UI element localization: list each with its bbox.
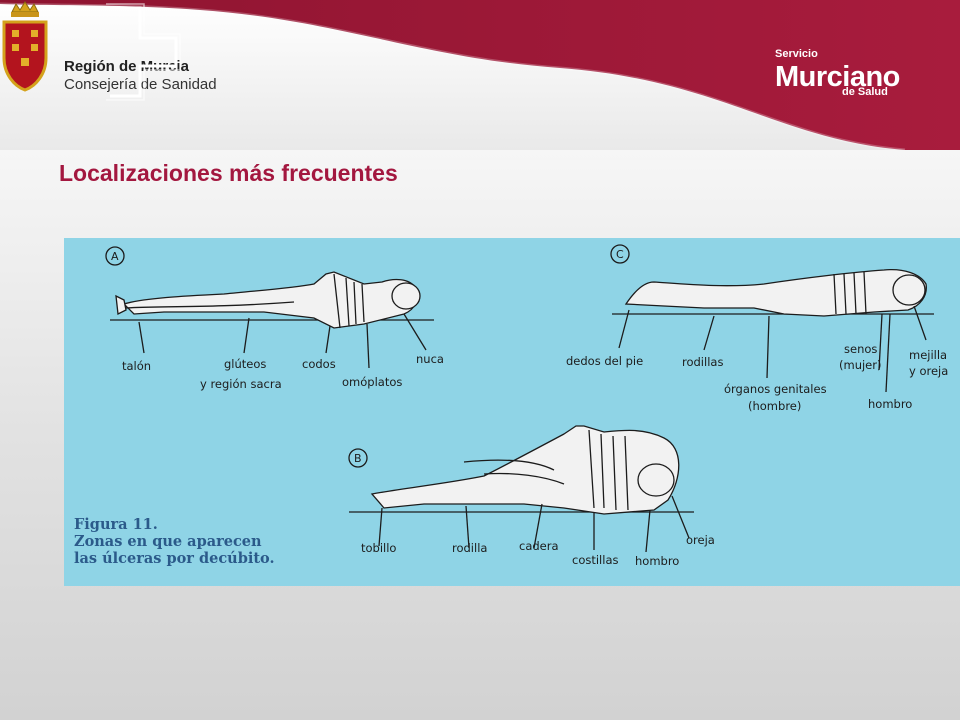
figure-caption: Figura 11. Zonas en que aparecen las úlc… — [74, 516, 275, 567]
label-hombro-c: hombro — [868, 397, 912, 411]
label-region-sacra: y región sacra — [200, 377, 282, 391]
service-logo-line2: Murciano — [775, 61, 900, 93]
label-omoplatos: omóplatos — [342, 375, 402, 389]
label-mujer: (mujer) — [839, 358, 881, 372]
label-dedos-del-pie: dedos del pie — [566, 354, 643, 368]
pressure-ulcer-figure: A C B talón glúteos y región sacra codos… — [64, 238, 960, 586]
panel-b-letter: B — [354, 452, 362, 465]
service-logo-line3: de Salud — [842, 86, 888, 98]
panel-c-prone-figure — [610, 244, 934, 393]
label-y-oreja: y oreja — [909, 364, 948, 378]
panel-b-lateral-figure — [348, 425, 694, 553]
label-hombre: (hombre) — [748, 399, 801, 413]
label-rodillas: rodillas — [682, 355, 723, 369]
label-oreja: oreja — [686, 533, 715, 547]
label-talon: talón — [122, 359, 151, 373]
header-background — [0, 0, 960, 150]
label-mejilla: mejilla — [909, 348, 947, 362]
region-coat-of-arms-icon — [2, 1, 48, 92]
label-organos-genitales: órganos genitales — [724, 382, 827, 396]
label-hombro-b: hombro — [635, 554, 679, 568]
label-cadera: cadera — [519, 539, 559, 553]
label-nuca: nuca — [416, 352, 444, 366]
label-codos: codos — [302, 357, 336, 371]
panel-c-letter: C — [616, 248, 624, 261]
label-senos: senos — [844, 342, 877, 356]
panel-a-letter: A — [111, 250, 119, 263]
label-gluteos: glúteos — [224, 357, 266, 371]
label-costillas: costillas — [572, 553, 618, 567]
label-tobillo: tobillo — [361, 541, 396, 555]
servicio-murciano-cross-logo-icon — [106, 3, 181, 101]
panel-a-supine-figure — [105, 246, 434, 369]
label-rodilla: rodilla — [452, 541, 487, 555]
caption-line-1: Figura 11. — [74, 516, 158, 533]
figure-illustration: A C B talón glúteos y región sacra codos… — [105, 244, 948, 568]
slide-header: Región de Murcia Consejería de Sanidad S… — [0, 0, 960, 150]
service-logo-line1: Servicio — [775, 48, 818, 60]
caption-line-2: Zonas en que aparecen — [74, 533, 262, 550]
caption-line-3: las úlceras por decúbito. — [74, 550, 275, 567]
slide-title: Localizaciones más frecuentes — [59, 160, 398, 186]
